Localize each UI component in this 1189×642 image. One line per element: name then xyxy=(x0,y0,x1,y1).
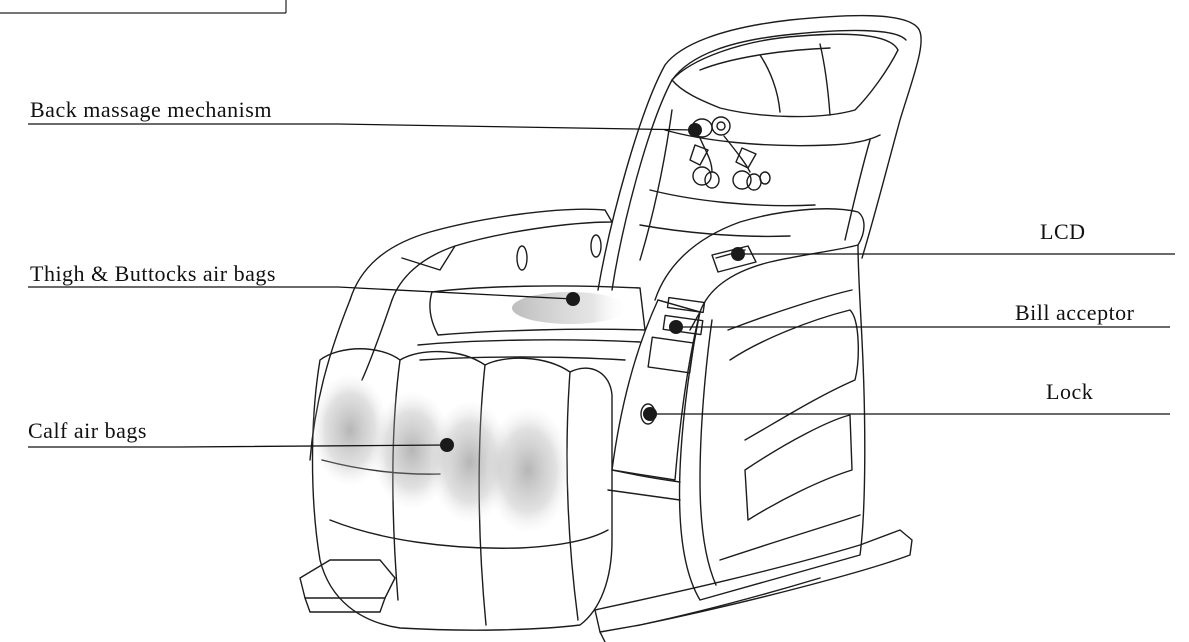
right-armrest xyxy=(654,208,865,313)
air-bag-shading xyxy=(312,292,628,532)
left-armrest xyxy=(349,208,613,301)
label-back-massage-mechanism: Back massage mechanism xyxy=(30,97,272,122)
marker-lcd xyxy=(731,247,745,261)
label-lcd: LCD xyxy=(1040,219,1086,244)
frame-corner xyxy=(0,0,287,14)
marker-calf xyxy=(440,438,454,452)
massage-rollers-icon xyxy=(689,116,771,191)
marker-lock xyxy=(643,407,657,421)
marker-thigh-buttocks xyxy=(566,292,580,306)
marker-back-massage xyxy=(688,123,702,137)
backrest xyxy=(597,14,922,291)
leader-thigh-buttocks xyxy=(28,286,574,300)
headrest xyxy=(671,33,899,118)
label-calf-air-bags: Calf air bags xyxy=(28,418,147,443)
label-lock: Lock xyxy=(1046,379,1094,404)
leader-back-massage xyxy=(28,123,696,131)
marker-bill-acceptor xyxy=(669,320,683,334)
leader-calf xyxy=(28,444,448,448)
label-bill-acceptor: Bill acceptor xyxy=(1015,300,1135,325)
seat-cushion xyxy=(429,285,646,336)
label-thigh-buttocks-air-bags: Thigh & Buttocks air bags xyxy=(30,261,276,286)
control-panel xyxy=(611,299,701,481)
leg-rest xyxy=(311,348,613,631)
massage-chair-illustration xyxy=(299,14,922,642)
callout-markers xyxy=(440,123,745,452)
base-left xyxy=(299,559,396,599)
callout-lines xyxy=(28,123,1175,448)
base-right xyxy=(594,529,913,633)
